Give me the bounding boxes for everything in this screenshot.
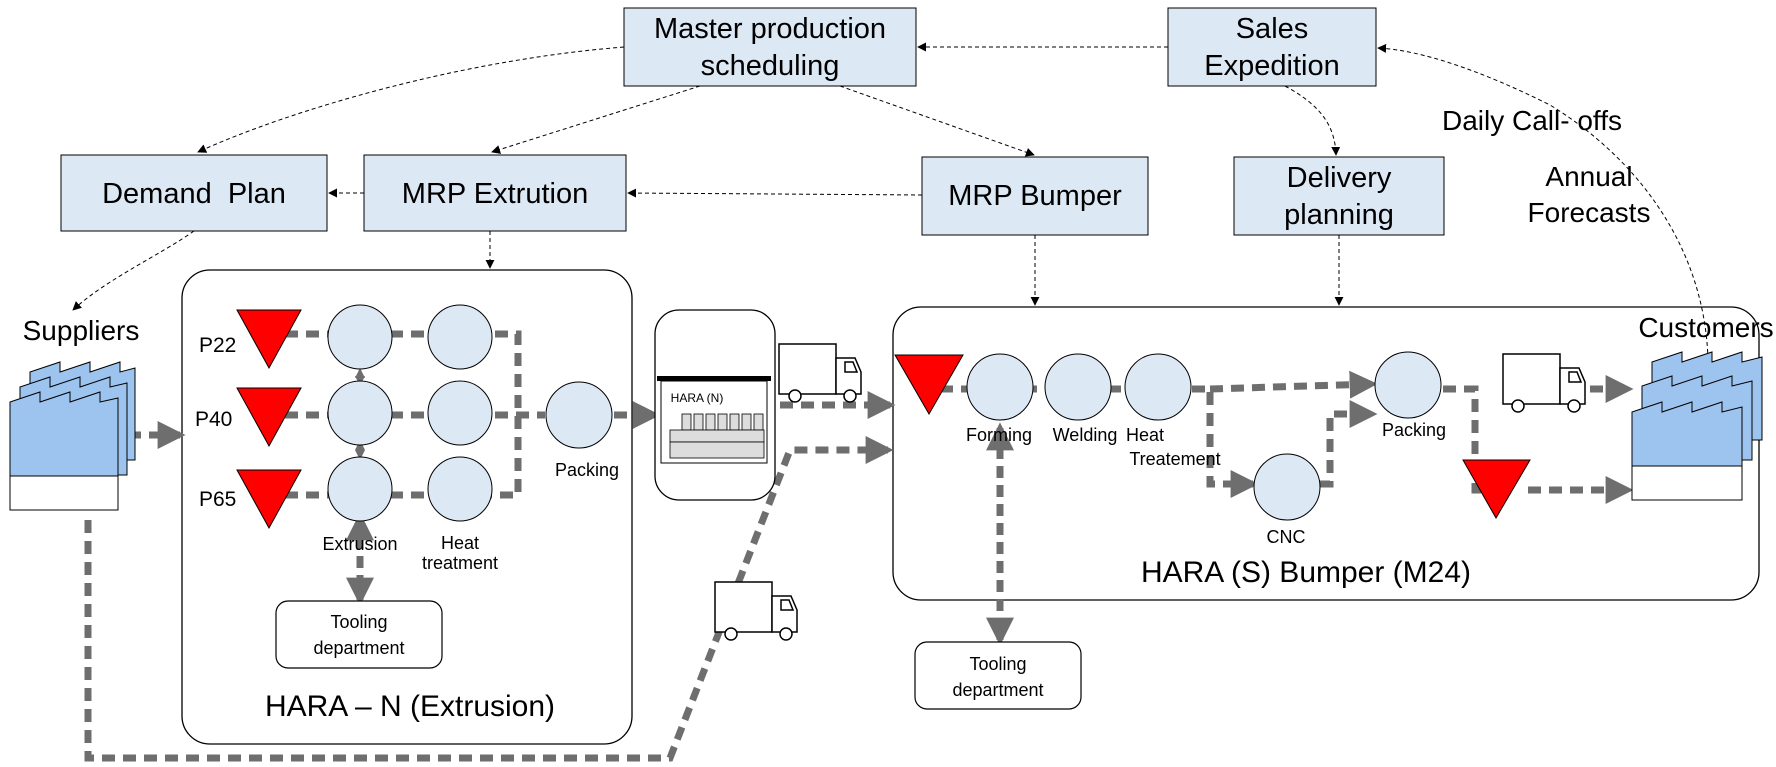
svg-text:department: department [313, 638, 404, 658]
packing-n-circle [545, 381, 613, 449]
svg-text:Expedition: Expedition [1204, 50, 1339, 82]
demand-plan-box: Demand Plan [60, 154, 328, 232]
heat-treatment-label-1: Heat [441, 533, 479, 553]
inventory-p40 [236, 387, 302, 448]
heat-circle-1 [427, 304, 493, 370]
truck-route [714, 581, 798, 641]
welding-circle [1044, 353, 1112, 421]
heat-treatement-circle [1124, 353, 1192, 421]
inventory-p22 [236, 309, 302, 370]
information-flows [72, 42, 1709, 361]
inventory-plant-s-input [894, 354, 964, 416]
suppliers-label: Suppliers [23, 315, 140, 346]
p22-label: P22 [199, 334, 236, 357]
svg-text:scheduling: scheduling [701, 50, 840, 82]
svg-text:Tooling: Tooling [330, 612, 387, 632]
heat-treatement-label-1: Heat [1126, 425, 1164, 445]
heat-circle-2 [427, 380, 493, 446]
truck-customer [1502, 353, 1586, 413]
packing-n-label: Packing [555, 460, 619, 480]
svg-text:planning: planning [1284, 199, 1394, 231]
customers-factory-icon [1631, 351, 1763, 501]
packing-s-label: Packing [1382, 420, 1446, 440]
p40-label: P40 [195, 408, 232, 431]
heat-treatement-label-2: Treatement [1129, 449, 1220, 469]
annual-forecasts-label-1: Annual [1545, 161, 1632, 192]
svg-text:Delivery: Delivery [1287, 162, 1392, 194]
extrusion-label: Extrusion [322, 534, 397, 554]
welding-label: Welding [1053, 425, 1118, 445]
heat-circle-3 [427, 456, 493, 522]
svg-text:MRP Extrution: MRP Extrution [402, 178, 588, 210]
packing-s-circle [1374, 351, 1442, 419]
mrp-extrution-box: MRP Extrution [363, 154, 627, 232]
svg-text:HARA (N): HARA (N) [671, 391, 724, 405]
mrp-bumper-box: MRP Bumper [921, 156, 1149, 236]
delivery-planning-box: Delivery planning [1233, 156, 1445, 236]
heat-treatment-label-2: treatment [422, 553, 498, 573]
truck-hara-n [778, 343, 862, 403]
customers-label: Customers [1638, 312, 1773, 343]
inventory-finished [1462, 459, 1531, 519]
tooling-department-n: Tooling department [275, 600, 443, 669]
plant-n-label: HARA – N (Extrusion) [265, 690, 555, 723]
daily-calloffs-label: Daily Call- offs [1442, 105, 1622, 136]
master-scheduling-box: Master production scheduling [623, 7, 917, 87]
inventory-triangles [236, 309, 1531, 530]
suppliers-factory-icon [9, 361, 136, 511]
sales-expedition-box: Sales Expedition [1167, 7, 1377, 87]
cnc-label: CNC [1267, 527, 1306, 547]
plant-s-label: HARA (S) Bumper (M24) [1141, 556, 1471, 589]
tooling-links [346, 422, 1014, 646]
cnc-circle [1253, 453, 1321, 521]
tooling-department-s: Tooling department [914, 641, 1082, 710]
annual-forecasts-label-2: Forecasts [1528, 197, 1651, 228]
svg-text:department: department [952, 680, 1043, 700]
extrusion-circle-2 [327, 380, 393, 446]
svg-text:Master production: Master production [654, 13, 886, 45]
process-circles [327, 304, 1442, 522]
svg-text:Sales: Sales [1236, 13, 1309, 45]
forming-label: Forming [966, 425, 1032, 445]
svg-text:Demand Plan: Demand Plan [102, 178, 286, 210]
inventory-p65 [236, 469, 302, 530]
extrusion-circle-1 [327, 304, 393, 370]
svg-text:MRP Bumper: MRP Bumper [948, 180, 1122, 212]
svg-text:Tooling: Tooling [969, 654, 1026, 674]
hara-n-warehouse: HARA (N) [654, 309, 776, 501]
extrusion-circle-3 [327, 456, 393, 522]
p65-label: P65 [199, 488, 236, 511]
plant-n-container [181, 269, 633, 745]
forming-circle [966, 353, 1034, 421]
